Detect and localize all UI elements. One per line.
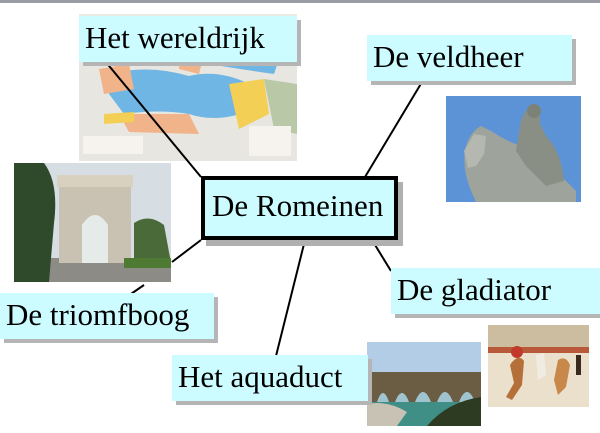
node-label: De gladiator — [397, 272, 552, 307]
node-de-veldheer[interactable]: De veldheer — [367, 35, 572, 81]
arch-of-titus-image — [14, 163, 171, 282]
node-label: Het aquaduct — [178, 359, 343, 394]
central-node-de-romeinen[interactable]: De Romeinen — [201, 176, 398, 240]
node-het-aquaduct[interactable]: Het aquaduct — [172, 355, 368, 401]
node-label: Het wereldrijk — [85, 20, 265, 55]
node-label: De triomfboog — [6, 297, 190, 332]
node-het-wereldrijk[interactable]: Het wereldrijk — [79, 16, 297, 62]
pont-du-gard-image — [367, 342, 481, 426]
gladiator-painting-image — [488, 325, 589, 407]
node-de-gladiator[interactable]: De gladiator — [391, 268, 600, 314]
top-bar — [0, 0, 600, 3]
node-de-triomfboog[interactable]: De triomfboog — [0, 293, 214, 339]
central-node-label: De Romeinen — [212, 188, 384, 223]
node-label: De veldheer — [373, 39, 524, 74]
equestrian-statue-image — [446, 96, 581, 202]
